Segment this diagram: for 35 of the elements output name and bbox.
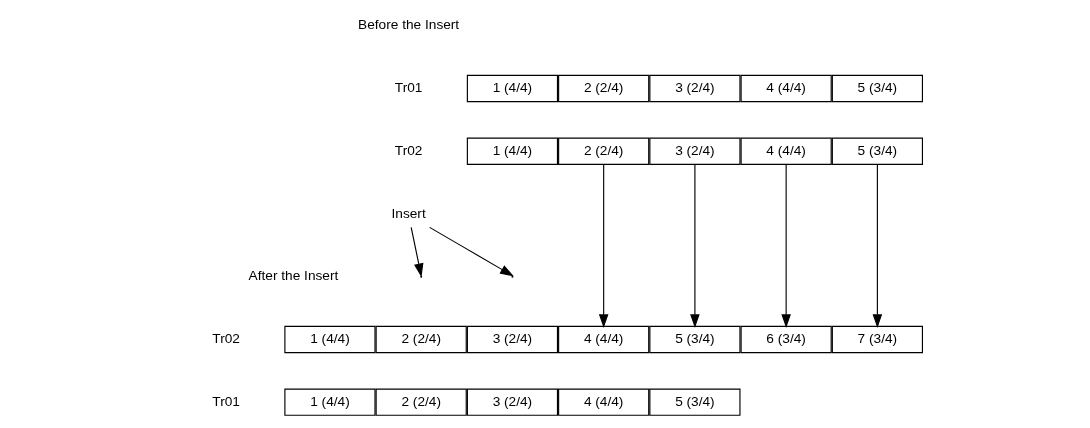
node-box: 2 (2/4) bbox=[557, 137, 649, 165]
node-box: 5 (3/4) bbox=[831, 137, 923, 165]
node-box: 1 (4/4) bbox=[283, 388, 376, 416]
node-box: 3 (2/4) bbox=[648, 74, 741, 103]
node-box: 6 (3/4) bbox=[740, 325, 832, 354]
node-box: 4 (4/4) bbox=[557, 325, 649, 354]
node-box: 2 (2/4) bbox=[375, 388, 467, 416]
label: Tr01 bbox=[211, 393, 240, 409]
node-box: 3 (2/4) bbox=[466, 388, 558, 416]
node-box: 4 (4/4) bbox=[740, 74, 832, 103]
node-box: 5 (3/4) bbox=[831, 74, 923, 103]
node-text: Insert bbox=[391, 205, 426, 221]
node-box: 5 (3/4) bbox=[648, 388, 741, 416]
arrow bbox=[780, 164, 791, 329]
node-box: 1 (4/4) bbox=[466, 74, 558, 103]
label: Tr01 bbox=[394, 80, 422, 96]
node-box: 7 (3/4) bbox=[831, 325, 923, 354]
arrow bbox=[410, 226, 423, 278]
node-box: 1 (4/4) bbox=[283, 325, 376, 354]
node-box: 3 (2/4) bbox=[648, 137, 741, 165]
label: Before the Insert bbox=[357, 17, 459, 33]
label: Tr02 bbox=[394, 142, 422, 158]
node-box: 4 (4/4) bbox=[557, 388, 649, 416]
label: After the Insert bbox=[248, 268, 338, 284]
arrow bbox=[598, 164, 608, 329]
arrow bbox=[428, 226, 514, 277]
arrow bbox=[872, 164, 882, 329]
label: Tr02 bbox=[211, 330, 240, 346]
arrow bbox=[689, 164, 700, 329]
node-box: 4 (4/4) bbox=[740, 137, 832, 165]
node-box: 2 (2/4) bbox=[557, 74, 649, 103]
node-box: 2 (2/4) bbox=[375, 325, 467, 354]
node-box: 3 (2/4) bbox=[466, 325, 558, 354]
node-box: 5 (3/4) bbox=[648, 325, 741, 354]
node-box: 1 (4/4) bbox=[466, 137, 558, 165]
